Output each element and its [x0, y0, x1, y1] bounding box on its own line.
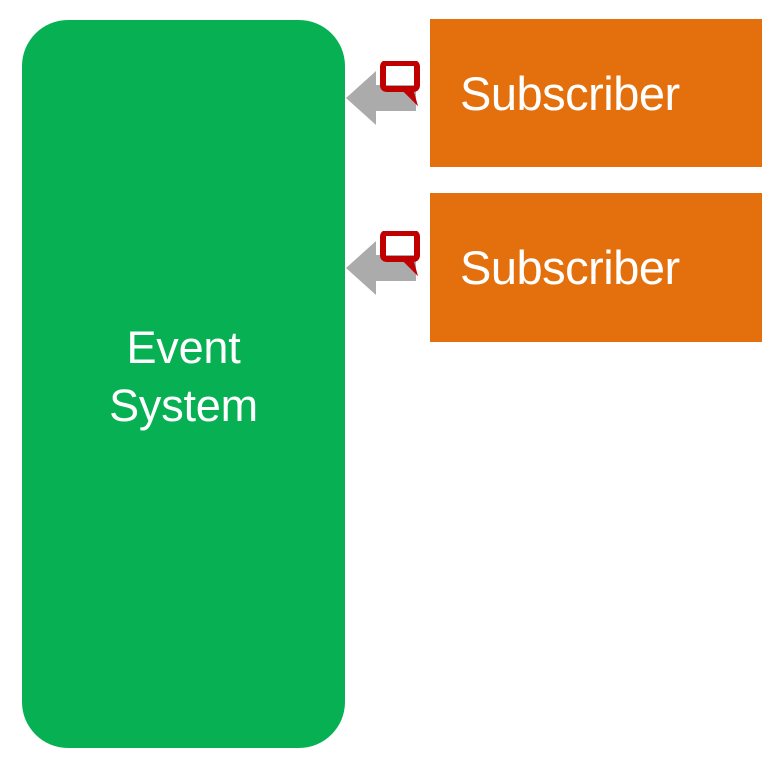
arrow-left-icon [346, 241, 416, 295]
connector-subscriber-1[interactable] [344, 61, 422, 131]
subscriber-node-1[interactable]: Subscriber [430, 19, 762, 167]
subscriber-label: Subscriber [460, 241, 680, 294]
speech-bubble-icon [380, 61, 420, 107]
speech-bubble-icon [380, 231, 420, 277]
event-system-node[interactable]: Event System [22, 20, 345, 748]
connector-subscriber-2[interactable] [344, 231, 422, 301]
arrow-left-icon [346, 71, 416, 125]
event-system-label: Event System [109, 321, 258, 431]
subscriber-label: Subscriber [460, 66, 680, 120]
subscriber-node-2[interactable]: Subscriber [430, 193, 762, 342]
